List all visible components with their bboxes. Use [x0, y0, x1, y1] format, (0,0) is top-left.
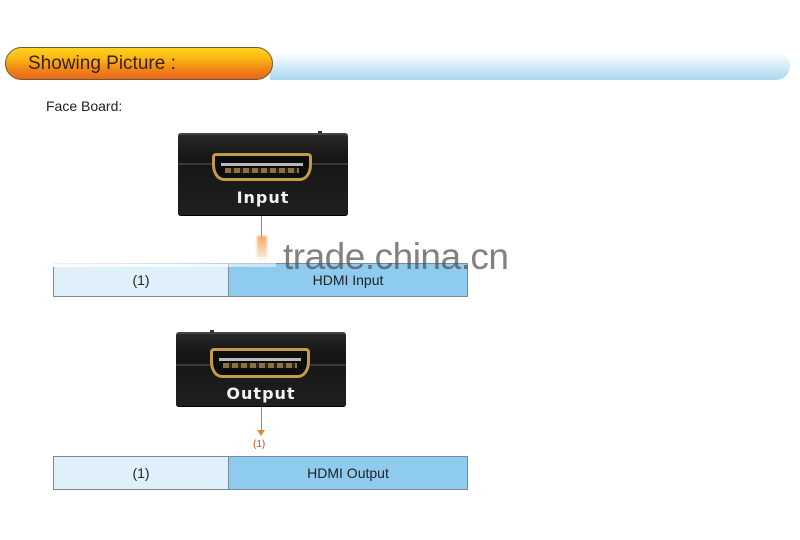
callout-arrow-icon: [257, 236, 267, 262]
hdmi-port-icon: [212, 153, 312, 181]
table-cell-description: HDMI Output: [229, 457, 467, 489]
table-cell-description: HDMI Input: [229, 264, 467, 296]
header-gradient-bar: [270, 52, 790, 80]
image-blur-artifact: [46, 257, 276, 267]
hdmi-input-device-image: Input: [178, 131, 348, 216]
device-port-label: Output: [226, 384, 296, 403]
callout-leader-line: [261, 216, 262, 238]
output-spec-table: (1) HDMI Output: [53, 456, 468, 490]
callout-arrow-icon: [257, 430, 265, 436]
table-cell-number: (1): [54, 457, 229, 489]
input-spec-table: (1) HDMI Input: [53, 263, 468, 297]
callout-leader-line: [261, 407, 262, 431]
watermark-text: trade.china.cn: [283, 236, 509, 277]
section-header-title: Showing Picture :: [28, 53, 176, 74]
face-board-label: Face Board:: [46, 98, 123, 114]
hdmi-output-device-image: Output: [176, 330, 346, 407]
callout-number: (1): [253, 439, 266, 450]
device-port-label: Input: [236, 188, 290, 207]
hdmi-port-icon: [210, 348, 310, 378]
table-cell-number: (1): [54, 264, 229, 296]
section-header-pill: Showing Picture :: [5, 47, 273, 80]
